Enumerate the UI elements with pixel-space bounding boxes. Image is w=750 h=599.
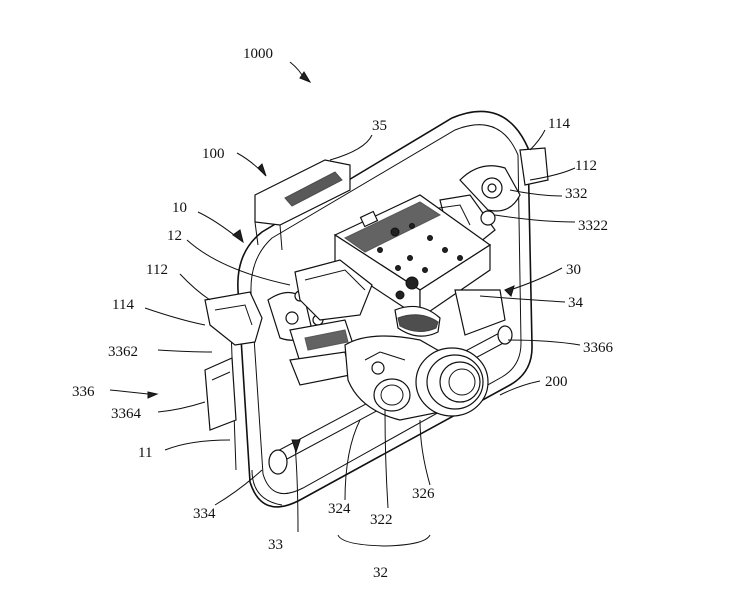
label-3366: 3366 bbox=[583, 340, 614, 356]
label-12: 12 bbox=[167, 228, 182, 244]
left-tabs bbox=[204, 357, 237, 431]
label-326: 326 bbox=[412, 486, 435, 502]
top-module bbox=[254, 159, 351, 251]
label-10: 10 bbox=[172, 200, 187, 216]
label-3322: 3322 bbox=[578, 218, 608, 234]
label-112-top: 112 bbox=[575, 158, 597, 174]
label-3362: 3362 bbox=[108, 344, 138, 360]
gimbal-plate bbox=[333, 194, 492, 320]
label-114-left: 114 bbox=[112, 297, 134, 313]
camera bbox=[344, 335, 489, 421]
leader-lines bbox=[109, 61, 581, 547]
label-332: 332 bbox=[565, 186, 588, 202]
label-112-left: 112 bbox=[146, 262, 168, 278]
label-322: 322 bbox=[370, 512, 393, 528]
reference-labels: 1000 35 114 100 112 332 10 3322 12 30 11… bbox=[72, 46, 614, 581]
label-200: 200 bbox=[545, 374, 568, 390]
label-334: 334 bbox=[193, 506, 216, 522]
label-3364: 3364 bbox=[111, 406, 142, 422]
label-114-top: 114 bbox=[548, 116, 570, 132]
label-100: 100 bbox=[202, 146, 225, 162]
gimbal-arms bbox=[289, 259, 506, 386]
label-11: 11 bbox=[138, 445, 152, 461]
label-30: 30 bbox=[566, 262, 581, 278]
arrowheads bbox=[147, 71, 515, 454]
label-32: 32 bbox=[373, 565, 388, 581]
label-1000: 1000 bbox=[243, 46, 273, 62]
label-33: 33 bbox=[268, 537, 283, 553]
label-336: 336 bbox=[72, 384, 95, 400]
label-324: 324 bbox=[328, 501, 351, 517]
label-34: 34 bbox=[568, 295, 584, 311]
label-35: 35 bbox=[372, 118, 387, 134]
